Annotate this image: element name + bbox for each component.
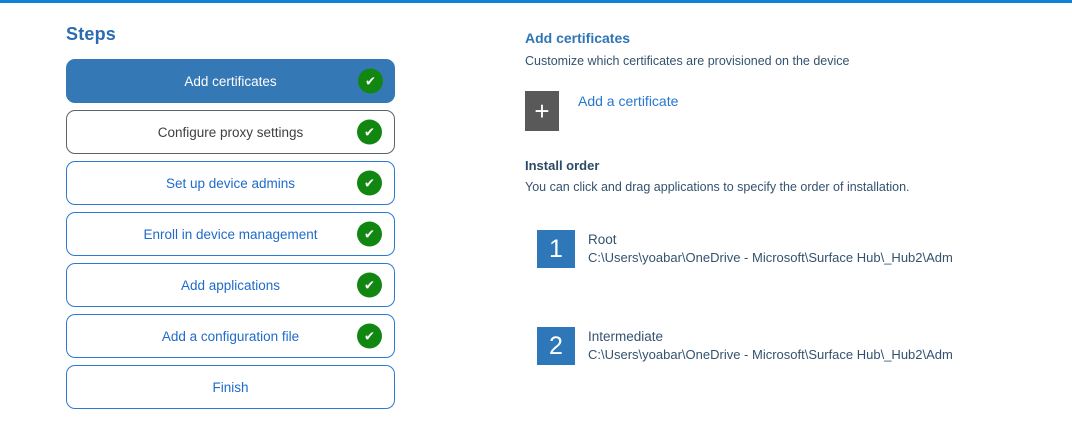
add-certificates-panel: Add certificates Customize which certifi… — [525, 30, 1065, 365]
steps-heading: Steps — [66, 24, 117, 44]
certificate-name: Root — [588, 232, 617, 247]
install-order-item-root[interactable]: 1 Root C:\Users\yoabar\OneDrive - Micros… — [537, 230, 1065, 268]
install-order-description: You can click and drag applications to s… — [525, 180, 910, 194]
check-icon: ✔ — [357, 170, 382, 196]
step-add-certificates[interactable]: Add certificates ✔ — [66, 59, 395, 103]
check-icon: ✔ — [357, 323, 382, 349]
order-number-badge: 2 — [537, 327, 575, 365]
add-certificate-label: Add a certificate — [578, 93, 679, 109]
panel-description: Customize which certificates are provisi… — [525, 54, 850, 68]
check-icon: ✔ — [357, 119, 382, 145]
order-number-badge: 1 — [537, 230, 575, 268]
check-icon: ✔ — [357, 221, 382, 247]
panel-title: Add certificates — [525, 30, 631, 46]
plus-icon: + — [525, 91, 559, 131]
step-add-applications[interactable]: Add applications ✔ — [66, 263, 395, 307]
steps-sidebar: Steps Add certificates ✔ Configure proxy… — [66, 24, 395, 416]
certificate-path: C:\Users\yoabar\OneDrive - Microsoft\Sur… — [588, 347, 953, 362]
check-icon: ✔ — [357, 272, 382, 298]
accent-top-bar — [0, 0, 1072, 3]
step-configure-proxy-settings[interactable]: Configure proxy settings ✔ — [66, 110, 395, 154]
step-label: Finish — [212, 379, 249, 395]
step-set-up-device-admins[interactable]: Set up device admins ✔ — [66, 161, 395, 205]
step-label: Add a configuration file — [161, 328, 300, 344]
step-label: Configure proxy settings — [157, 124, 304, 140]
step-label: Set up device admins — [165, 175, 296, 191]
item-text: Root C:\Users\yoabar\OneDrive - Microsof… — [588, 230, 953, 267]
install-order-heading: Install order — [525, 158, 600, 173]
step-label: Add applications — [180, 277, 281, 293]
certificate-name: Intermediate — [588, 329, 664, 344]
add-certificate-button[interactable]: + Add a certificate — [525, 91, 1065, 131]
step-add-a-configuration-file[interactable]: Add a configuration file ✔ — [66, 314, 395, 358]
item-text: Intermediate C:\Users\yoabar\OneDrive - … — [588, 327, 953, 364]
step-finish[interactable]: Finish — [66, 365, 395, 409]
certificate-path: C:\Users\yoabar\OneDrive - Microsoft\Sur… — [588, 250, 953, 265]
check-icon: ✔ — [358, 68, 383, 94]
step-label: Enroll in device management — [143, 226, 318, 242]
step-label: Add certificates — [184, 73, 277, 89]
step-enroll-in-device-management[interactable]: Enroll in device management ✔ — [66, 212, 395, 256]
install-order-item-intermediate[interactable]: 2 Intermediate C:\Users\yoabar\OneDrive … — [537, 327, 1065, 365]
